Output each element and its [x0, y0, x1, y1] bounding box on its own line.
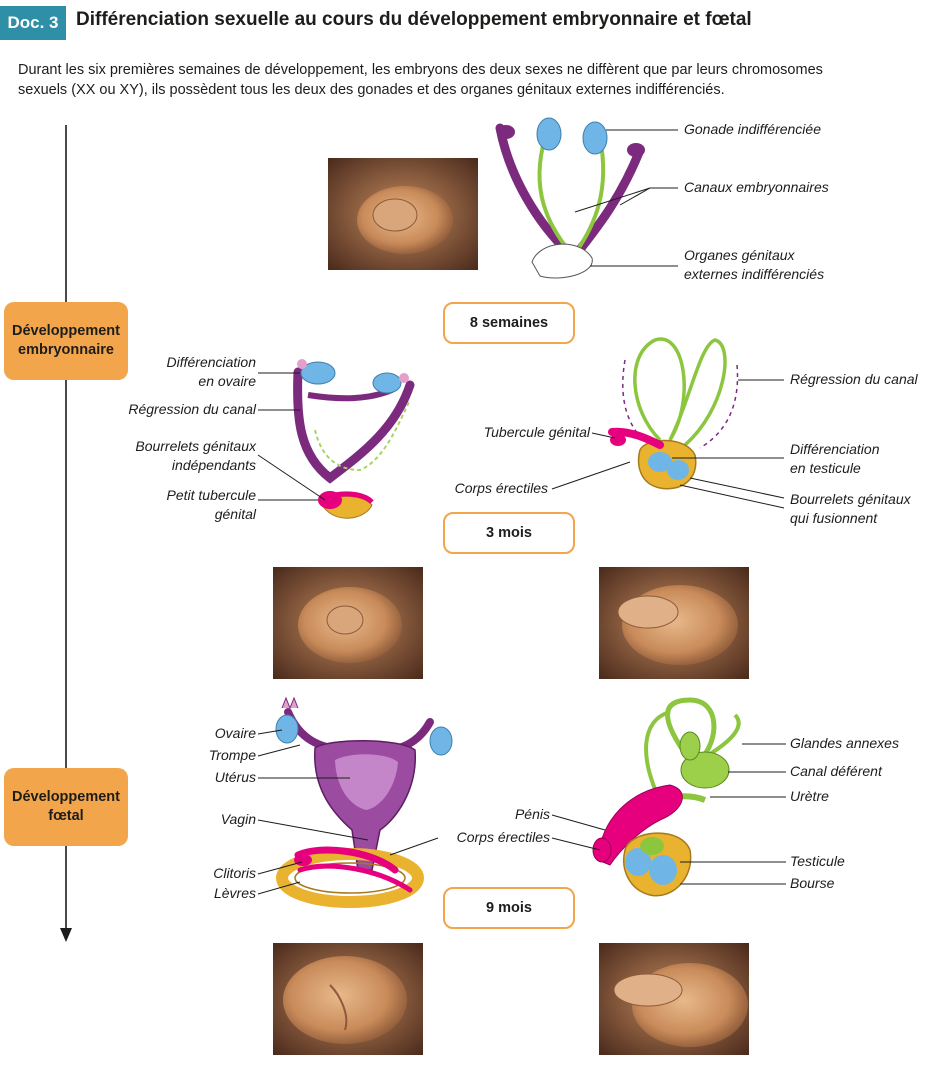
female-9-months-schematic — [275, 696, 453, 908]
label-f9-trompe: Trompe — [208, 747, 256, 763]
label-m3-bourrelets-l1: Bourrelets génitaux — [790, 491, 911, 507]
photo-9-months-male — [599, 943, 749, 1055]
photo-9-months-female — [273, 943, 423, 1055]
label-m9-penis: Pénis — [514, 806, 550, 822]
phase-embryonic-line-2: embryonnaire — [18, 342, 114, 358]
label-f3-regression: Régression du canal — [128, 401, 256, 417]
label-m9-canal: Canal déférent — [790, 763, 882, 779]
stage-3-months: 3 mois — [443, 512, 575, 554]
label-m3-tubercule: Tubercule génital — [483, 424, 590, 440]
label-m9-glandes: Glandes annexes — [790, 735, 899, 751]
label-f9-ovaire: Ovaire — [214, 725, 256, 741]
label-f3-tubercule-l2: génital — [214, 506, 256, 522]
leaders-male-9-months — [551, 743, 786, 885]
label-f3-bourrelets-l2: indépendants — [171, 457, 256, 473]
label-f9-vagin: Vagin — [220, 811, 256, 827]
leaders-male-3-months — [551, 379, 785, 509]
label-m3-diff-l2: en testicule — [790, 460, 861, 476]
male-3-months-schematic — [608, 337, 739, 490]
leaders-8-weeks — [574, 129, 678, 267]
document-header: Doc. 3 Différenciation sexuelle au cours… — [0, 0, 940, 46]
intro-paragraph: Durant les six premières semaines de dév… — [18, 60, 918, 100]
label-f9-clitoris: Clitoris — [213, 865, 256, 881]
doc-badge: Doc. 3 — [0, 6, 66, 40]
leaders-female-3-months — [257, 372, 326, 501]
photo-8-weeks — [328, 158, 478, 270]
photo-3-months-female — [273, 567, 423, 679]
phase-fetal-line-1: Développement — [12, 789, 120, 805]
label-f3-diff-l2: en ovaire — [198, 373, 256, 389]
phase-embryonic: Développement embryonnaire — [4, 302, 128, 380]
label-m3-diff-l1: Différenciation — [790, 441, 880, 457]
indifferent-schematic — [495, 117, 645, 279]
label-m3-corps: Corps érectiles — [454, 480, 548, 496]
label-f3-bourrelets-l1: Bourrelets génitaux — [135, 438, 256, 454]
intro-line-2: sexuels (XX ou XY), ils possèdent tous l… — [18, 82, 725, 98]
stage-8-weeks: 8 semaines — [443, 302, 575, 344]
male-9-months-schematic — [592, 697, 741, 897]
doc-title: Différenciation sexuelle au cours du dév… — [76, 9, 752, 30]
label-organes-l1: Organes génitaux — [684, 247, 795, 263]
phase-embryonic-line-1: Développement — [12, 323, 120, 339]
intro-line-1: Durant les six premières semaines de dév… — [18, 62, 823, 78]
stage-9-months: 9 mois — [443, 887, 575, 929]
leaders-female-9-months — [257, 729, 439, 895]
label-m9-testicule: Testicule — [790, 853, 845, 869]
label-organes-l2: externes indifférenciés — [684, 266, 825, 282]
female-3-months-schematic — [293, 359, 415, 519]
photo-3-months-male — [599, 567, 749, 679]
phase-fetal: Développement fœtal — [4, 768, 128, 846]
label-gonade: Gonade indifférenciée — [684, 121, 821, 137]
label-f3-tubercule-l1: Petit tubercule — [166, 487, 257, 503]
label-m9-uretre: Urètre — [790, 788, 829, 804]
label-f9-levres: Lèvres — [213, 885, 256, 901]
label-f3-diff-l1: Différenciation — [166, 354, 257, 370]
phase-fetal-line-2: fœtal — [48, 808, 84, 824]
label-f9-uterus: Utérus — [214, 769, 256, 785]
label-canaux: Canaux embryonnaires — [684, 179, 829, 195]
label-m9-bourse: Bourse — [790, 875, 835, 891]
label-m9-corps: Corps érectiles — [456, 829, 550, 845]
label-m3-regression: Régression du canal — [790, 371, 918, 387]
label-m3-bourrelets-l2: qui fusionnent — [790, 510, 878, 526]
